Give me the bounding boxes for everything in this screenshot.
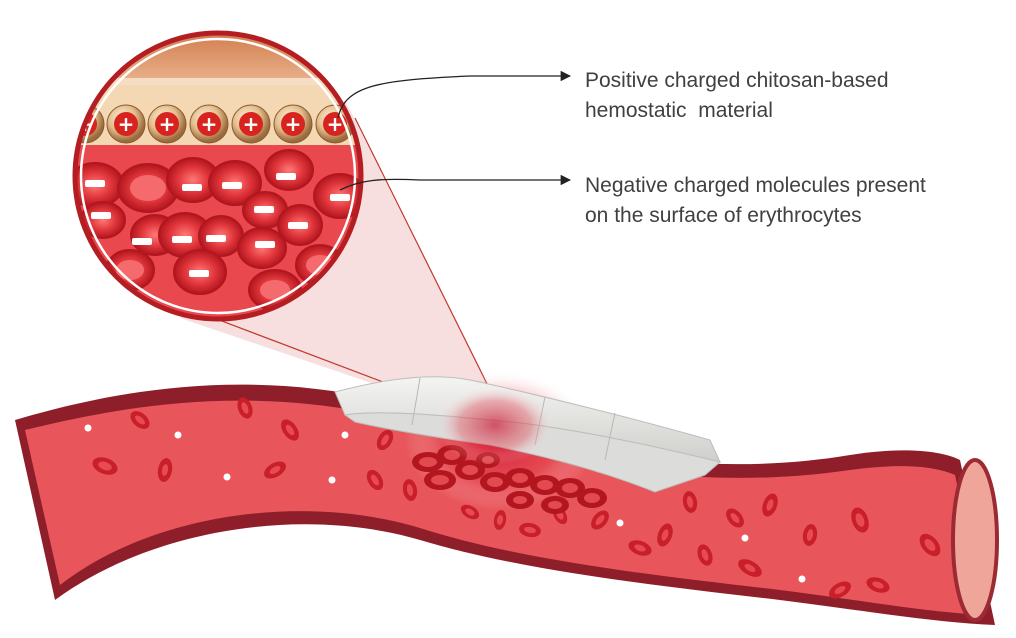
minus-sign [182, 184, 202, 191]
minus-sign [172, 236, 192, 243]
platelet [85, 425, 92, 432]
label-negative-line1: Negative charged molecules present [585, 171, 926, 201]
platelet [799, 576, 806, 583]
chitosan-bead: + [148, 105, 186, 143]
platelet [329, 477, 336, 484]
bleeding-overlay [435, 385, 555, 465]
plus-sign: + [285, 112, 302, 136]
erythrocyte [265, 150, 313, 190]
chitosan-bead: + [274, 105, 312, 143]
minus-sign [254, 206, 274, 213]
platelet [742, 535, 749, 542]
minus-sign [255, 241, 275, 248]
label-positive-chitosan: Positive charged chitosan-based hemostat… [585, 66, 889, 126]
label-positive-line1: Positive charged chitosan-based [585, 66, 889, 96]
clot-rbc [530, 475, 560, 495]
platelet [617, 520, 624, 527]
minus-sign [189, 270, 209, 277]
plus-sign: + [118, 112, 135, 136]
plus-sign: + [243, 112, 260, 136]
minus-sign [288, 222, 308, 229]
plus-sign: + [159, 112, 176, 136]
chitosan-bead: + [107, 105, 145, 143]
clot-rbc [424, 470, 456, 490]
platelet [342, 432, 349, 439]
minus-sign [330, 194, 350, 201]
label-positive-line2: hemostatic material [585, 96, 889, 126]
platelet [175, 432, 182, 439]
chitosan-bead: + [232, 105, 270, 143]
clot-rbc [506, 491, 534, 509]
label-negative-line2: on the surface of erythrocytes [585, 201, 926, 231]
erythrocyte [238, 228, 286, 268]
clot-rbc [480, 472, 510, 492]
erythrocyte [174, 250, 226, 294]
vessel-end-opening [953, 460, 997, 620]
clot-rbc [541, 496, 569, 514]
plus-sign: + [201, 112, 218, 136]
minus-sign [132, 238, 152, 245]
minus-sign [91, 212, 111, 219]
arrow-positive [338, 76, 570, 118]
platelet [224, 474, 231, 481]
minus-sign [222, 182, 242, 189]
clot-rbc [577, 488, 607, 508]
minus-sign [276, 173, 296, 180]
minus-sign [206, 235, 226, 242]
chitosan-bead: + [190, 105, 228, 143]
minus-sign [85, 180, 105, 187]
label-negative-erythrocytes: Negative charged molecules present on th… [585, 171, 926, 231]
